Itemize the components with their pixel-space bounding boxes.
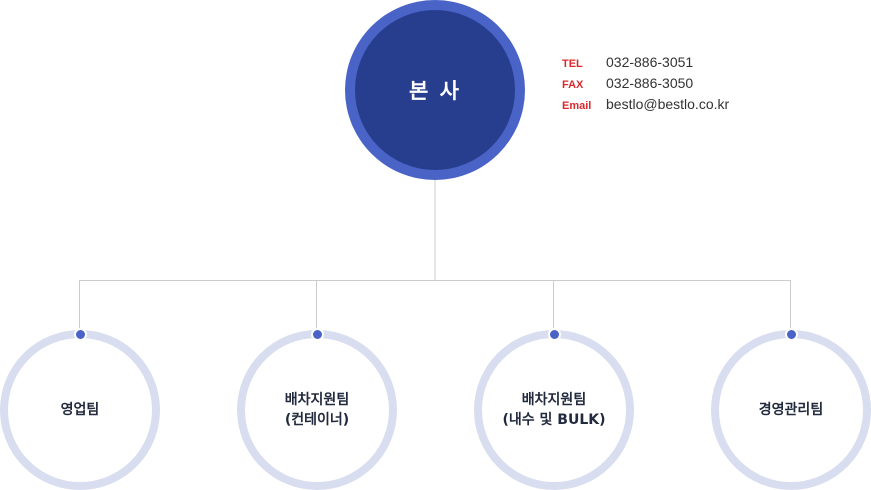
team-label-sales: 영업팀 xyxy=(61,400,100,420)
connector-dot-sales xyxy=(73,328,87,341)
team-label-dispatch-bulk: 배차지원팀 (내수 및 BULK) xyxy=(503,390,606,430)
team-label-dispatch-bulk-line2: (내수 및 BULK) xyxy=(502,412,606,428)
contact-value-email: bestlo@bestlo.co.kr xyxy=(606,96,730,112)
contact-key-fax: FAX xyxy=(562,79,584,91)
contact-row-fax: FAX 032-886-3050 xyxy=(562,75,729,96)
contact-info: TEL 032-886-3051 FAX 032-886-3050 Email … xyxy=(562,54,729,117)
team-node-management: 경영관리팀 xyxy=(711,330,871,490)
headquarters-node: 본 사 xyxy=(345,0,525,180)
team-label-dispatch-container: 배차지원팀 (컨테이너) xyxy=(285,390,349,430)
headquarters-inner-circle: 본 사 xyxy=(355,10,515,170)
headquarters-label: 본 사 xyxy=(409,79,461,103)
team-label-management-line1: 경영관리팀 xyxy=(758,402,824,418)
team-label-dispatch-container-line1: 배차지원팀 xyxy=(284,392,350,408)
team-node-dispatch-container: 배차지원팀 (컨테이너) xyxy=(237,330,397,490)
team-label-dispatch-bulk-line1: 배차지원팀 xyxy=(521,392,587,408)
connector-dot-dispatch-container xyxy=(310,328,324,341)
team-node-dispatch-bulk: 배차지원팀 (내수 및 BULK) xyxy=(474,330,634,490)
contact-value-tel: 032-886-3051 xyxy=(606,54,694,70)
connector-dot-management xyxy=(784,328,798,341)
contact-key-tel: TEL xyxy=(562,58,583,70)
contact-value-fax: 032-886-3050 xyxy=(606,75,694,91)
contact-row-email: Email bestlo@bestlo.co.kr xyxy=(562,96,729,117)
team-label-management: 경영관리팀 xyxy=(759,400,823,420)
contact-key-email: Email xyxy=(562,100,592,112)
contact-row-tel: TEL 032-886-3051 xyxy=(562,54,729,75)
team-node-sales: 영업팀 xyxy=(0,330,160,490)
team-label-sales-line1: 영업팀 xyxy=(60,402,100,418)
connector-dot-dispatch-bulk xyxy=(547,328,561,341)
team-label-dispatch-container-line2: (컨테이너) xyxy=(284,412,350,428)
